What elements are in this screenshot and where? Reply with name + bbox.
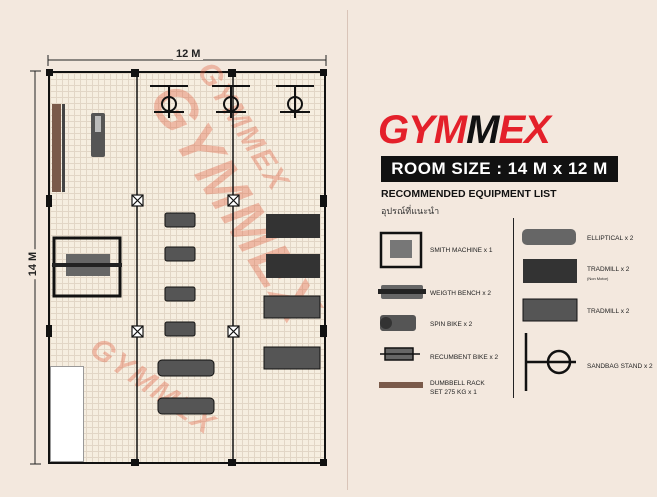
- list-item-elliptical: ELLIPTICAL x 2: [587, 235, 634, 242]
- list-item-spin-bike: SPIN BIKE x 2: [430, 321, 473, 328]
- treadmill-icon: [522, 298, 578, 322]
- smith-machine-icon: [379, 231, 423, 269]
- list-item-manual-treadmill: TRADMILL x 2(Non Motor): [587, 266, 630, 281]
- entrance-area: [50, 366, 84, 462]
- list-item-treadmill: TRADMILL x 2: [587, 308, 630, 315]
- gymmex-logo: GYMMEX: [378, 108, 551, 152]
- panel-divider: [347, 10, 348, 490]
- equipment-list-title: RECOMMENDED EQUIPMENT LIST: [381, 188, 557, 200]
- list-item-weight-bench: WEIGTH BENCH x 2: [430, 290, 492, 297]
- floor-plan: 12 M 14 M GYMMEX GYMMEX GYMMEX: [27, 48, 334, 466]
- weight-bench-icon: [378, 285, 426, 299]
- elliptical-icon: [522, 229, 576, 245]
- list-column-divider: [513, 218, 514, 398]
- manual-treadmill-icon: [523, 259, 577, 283]
- list-item-smith-machine: SMITH MACHINE x 1: [430, 247, 493, 254]
- width-dimension-label: 12 M: [173, 48, 204, 60]
- equipment-list-subtitle: อุปรณ์ที่แนะนำ: [381, 206, 440, 216]
- room-size-banner: ROOM SIZE : 14 M x 12 M: [381, 156, 618, 182]
- dumbbell-rack-icon: [379, 382, 423, 388]
- sandbag-stand-icon: [524, 333, 576, 391]
- list-item-sandbag-stand: SANDBAG STAND x 2: [587, 363, 653, 370]
- recumbent-bike-icon: [380, 347, 420, 361]
- equipment-icons: [378, 229, 578, 391]
- plan-drawing: [46, 69, 327, 466]
- spin-bike-icon: [380, 315, 416, 331]
- list-item-recumbent-bike: RECUMBENT BIKE x 2: [430, 354, 499, 361]
